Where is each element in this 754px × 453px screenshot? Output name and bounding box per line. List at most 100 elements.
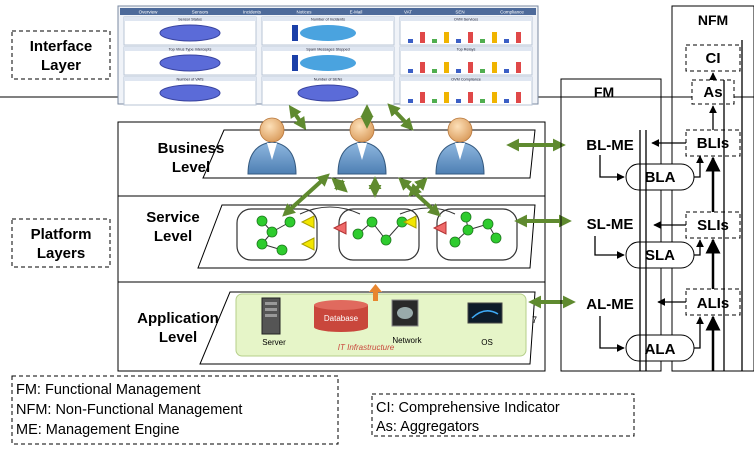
- dashboard-panel-title: OVM Compliance: [451, 78, 481, 82]
- arrow-user3-service: [398, 177, 441, 217]
- sl-me-node: SL-ME: [587, 216, 634, 233]
- business-level-label-1: Business: [158, 140, 225, 157]
- dashboard-panel-title: Number of VATs: [176, 78, 203, 82]
- server-icon: [261, 297, 281, 335]
- business-level-label-2: Level: [172, 159, 210, 176]
- dashboard-panel: Number of VATs: [123, 76, 257, 106]
- infrastructure-box: [235, 293, 527, 357]
- arrow-business-short3: [408, 177, 428, 197]
- service-port-red-1: [332, 221, 347, 235]
- infrastructure-mark: 7: [532, 315, 537, 325]
- dashboard-panel: Number of Incidents: [261, 16, 395, 46]
- ci-box: [685, 44, 741, 72]
- al-me-node: AL-ME: [586, 296, 634, 313]
- service-level-label-1: Service: [146, 209, 199, 226]
- dashboard-panel: Top Relays: [399, 46, 533, 76]
- os-label: OS: [481, 338, 493, 347]
- dashboard-panel: Sensor Status: [123, 16, 257, 46]
- legend-left-box: [11, 375, 339, 445]
- dashboard-panel-title: Sensor Status: [178, 18, 202, 22]
- platform-label-line2: Layers: [37, 245, 85, 262]
- dashboard-tab: Incidents: [243, 10, 262, 15]
- legend-abbreviations: FM: Functional Management NFM: Non-Funct…: [11, 375, 635, 445]
- dashboard-panel-title: Top Virus Type Intercepts: [169, 48, 212, 52]
- network-label: Network: [392, 336, 422, 345]
- green-connectors: [282, 103, 576, 309]
- ala-label: ALA: [645, 341, 676, 358]
- legend-fm: FM: Functional Management: [16, 382, 201, 398]
- bl-me-node: BL-ME: [586, 137, 634, 154]
- dashboard-screenshot: Overview Sensors Incidents Notices E-Mail VAT…: [117, 5, 539, 106]
- blis-box: [685, 129, 741, 157]
- service-boxes: [236, 206, 518, 261]
- os-icon: [467, 302, 503, 324]
- dashboard-tabbar: [120, 8, 536, 15]
- nfm-flow-arrows: [594, 40, 743, 371]
- interface-layer-label: Interface Layer: [11, 30, 111, 80]
- arrow-dashboard-user3: [387, 103, 414, 131]
- user-person-icon: [435, 117, 485, 175]
- dashboard-tabs: Overview Sensors Incidents Notices E-Mail VAT…: [139, 10, 525, 15]
- service-box-2: [338, 208, 420, 261]
- fm-title: FM: [594, 84, 614, 100]
- bla-label: BLA: [645, 169, 676, 186]
- database-label: Database: [324, 314, 359, 323]
- dashboard-tab: E-Mail: [350, 10, 363, 15]
- legend-ci: CI: Comprehensive Indicator: [376, 400, 560, 416]
- dashboard-panel: Top Virus Type Intercepts: [123, 46, 257, 76]
- arrow-dashboard-user1: [288, 104, 307, 131]
- dashboard-tab: Overview: [139, 10, 159, 15]
- nfm-column: NFM CI As BLIs SLIs ALIs: [671, 5, 754, 372]
- platform-layers-label: Platform Layers: [11, 218, 111, 268]
- levels-frame: [117, 121, 546, 372]
- service-graph-nodes: [256, 211, 502, 256]
- platform-label-line1: Platform: [31, 226, 92, 243]
- dashboard-panel-title: OVM Services: [454, 18, 478, 22]
- dashboard-panel-title: Number of Incidents: [311, 18, 345, 22]
- dashboard-tab: Compliance: [500, 10, 524, 15]
- service-port-yellow-1: [300, 215, 315, 229]
- dashboard-tab: Sensors: [192, 10, 209, 15]
- dashboard-panel: Number of SENs: [261, 76, 395, 106]
- dashboard-panels: Sensor Status Number of Incidents OVM Serv…: [123, 16, 533, 106]
- fm-column: FM BL-ME SL-ME AL-ME: [560, 78, 662, 372]
- application-plane: [199, 291, 536, 365]
- user-person-icon: [247, 117, 297, 175]
- dashboard-panel-title: Spam Messages Stopped: [306, 48, 349, 52]
- dashboard-panel-title: Top Relays: [457, 48, 476, 52]
- nfm-title: NFM: [698, 12, 728, 28]
- orange-up-arrow: [369, 284, 382, 301]
- business-users: [247, 117, 485, 175]
- service-box-1: [236, 208, 318, 261]
- business-plane: [202, 129, 536, 179]
- dashboard-tab: VAT: [404, 10, 412, 15]
- legend-nfm: NFM: Non-Functional Management: [16, 402, 242, 418]
- service-port-red-2: [432, 221, 447, 235]
- arrow-business-short1: [331, 177, 348, 193]
- interface-label-line1: Interface: [30, 38, 93, 55]
- dashboard-panel: Spam Messages Stopped: [261, 46, 395, 76]
- sla-label: SLA: [645, 247, 675, 264]
- legend-me: ME: Management Engine: [16, 422, 180, 438]
- alis-label: ALIs: [697, 295, 730, 312]
- slis-label: SLIs: [697, 217, 729, 234]
- as-label: As: [703, 84, 722, 101]
- service-box-3: [436, 208, 518, 261]
- blis-label: BLIs: [697, 135, 730, 152]
- network-icon: [391, 299, 419, 327]
- dashboard-tab: Notices: [296, 10, 312, 15]
- legend-as: As: Aggregators: [376, 419, 479, 435]
- ci-label: CI: [706, 50, 721, 67]
- application-level-label-1: Application: [137, 310, 219, 327]
- database-icon: [314, 300, 368, 332]
- user-person-icon: [337, 117, 387, 175]
- dashboard-tab: SEN: [455, 10, 464, 15]
- arrow-user1-service: [282, 173, 330, 217]
- dashboard-panel: OVM Services: [399, 16, 533, 46]
- dashboard-panel: OVM Compliance: [399, 76, 533, 106]
- server-label: Server: [262, 338, 286, 347]
- application-level-label-2: Level: [159, 329, 197, 346]
- service-level-label-2: Level: [154, 228, 192, 245]
